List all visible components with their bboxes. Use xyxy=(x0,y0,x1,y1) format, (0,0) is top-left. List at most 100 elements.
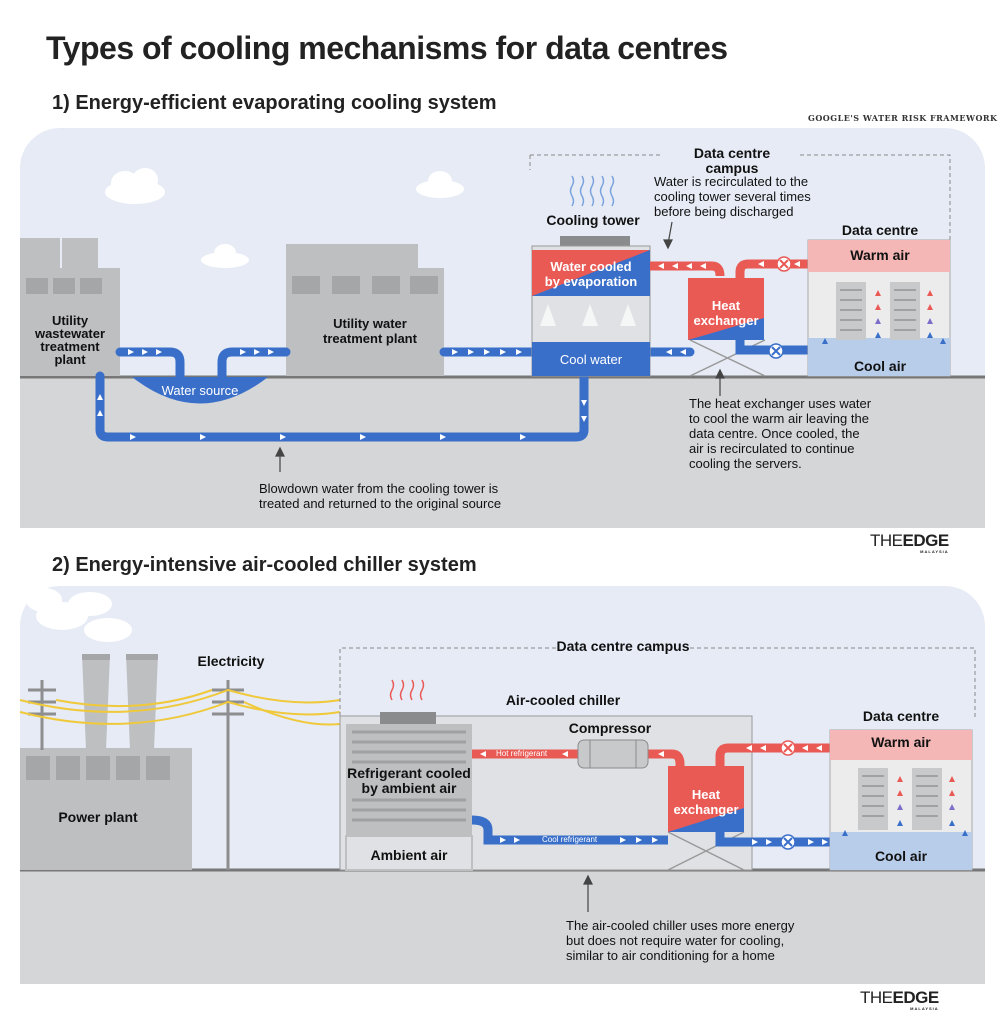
data-centre-label: Data centre xyxy=(862,708,940,724)
recirculation-note: Water is recirculated to the cooling tow… xyxy=(654,174,844,219)
campus-boundary xyxy=(529,154,951,240)
heat-exchanger-note-line: data centre. Once cooled, the xyxy=(689,426,860,441)
compressor xyxy=(577,739,649,769)
wastewater-plant-label-line: treatment xyxy=(40,339,100,354)
compressor-label: Compressor xyxy=(568,720,652,736)
heat-exchanger-label-line: Heat xyxy=(691,787,721,802)
water-cooled-label: Water cooled by evaporation xyxy=(532,259,650,289)
cooling-tower-label: Cooling tower xyxy=(546,212,640,228)
flow-arrows-blue xyxy=(752,839,828,845)
section2-panel xyxy=(20,586,985,984)
warm-flow-pipe xyxy=(715,743,832,766)
heat-exchanger-note-line: to cool the warm air leaving the xyxy=(689,411,869,426)
cool-refrigerant-pipe xyxy=(471,815,668,845)
heat-exchanger xyxy=(688,278,766,377)
campus-label: Data centre campus xyxy=(556,638,690,654)
water-treatment-plant-building xyxy=(286,244,444,376)
ambient-air-label: Ambient air xyxy=(370,847,448,863)
callout-pointer xyxy=(583,874,593,912)
fan-icon xyxy=(783,743,793,753)
wastewater-plant-label-line: Utility xyxy=(51,313,89,328)
power-plant-label: Power plant xyxy=(58,809,138,825)
callout-pointer xyxy=(275,221,725,472)
water-cooled-label-line: Water cooled xyxy=(550,259,632,274)
power-plant-building xyxy=(20,654,192,870)
flow-arrows-blue xyxy=(500,837,658,843)
flow-arrows-red xyxy=(480,751,664,757)
heat-exchanger-label: Heat exchanger xyxy=(688,298,764,328)
cloud-icon xyxy=(105,168,464,268)
refrigerant-cooled-label-line: Refrigerant cooled xyxy=(347,765,471,781)
blowdown-note-line: Blowdown water from the cooling tower is xyxy=(259,481,499,496)
cooling-tower xyxy=(531,175,651,377)
fan-icon xyxy=(783,837,793,847)
data-centre-building xyxy=(807,239,951,377)
recirculation-note-line: Water is recirculated to the xyxy=(654,174,809,189)
flow-arrows-blue xyxy=(97,349,686,440)
fan-icon xyxy=(771,346,781,356)
section1-heading: 1) Energy-efficient evaporating cooling … xyxy=(52,92,497,114)
recirculation-note-line: cooling tower several times xyxy=(654,189,811,204)
heat-exchanger-note-line: cooling the servers. xyxy=(689,456,802,471)
water-source-pond xyxy=(132,377,268,404)
chiller-note-line: similar to air conditioning for a home xyxy=(566,948,775,963)
chiller-note: The air-cooled chiller uses more energy … xyxy=(566,918,846,963)
water-treatment-plant-label-line: treatment plant xyxy=(323,331,417,346)
heat-exchanger-label-line: Heat xyxy=(711,298,741,313)
warm-air-label: Warm air xyxy=(850,247,910,263)
heat-exchanger-note-line: air is recirculated to continue xyxy=(689,441,855,456)
refrigerant-cooled-label: Refrigerant cooled by ambient air xyxy=(346,766,472,796)
flow-arrows-red xyxy=(658,261,800,269)
wastewater-plant-building xyxy=(20,238,120,376)
hot-refrigerant-label: Hot refrigerant xyxy=(496,749,548,758)
brand-logo-the: THE xyxy=(860,988,893,1007)
brand-logo-sub: MALAYSIA xyxy=(910,1006,939,1011)
power-lines xyxy=(19,688,341,726)
heat-exchanger-note: The heat exchanger uses water to cool th… xyxy=(689,396,899,471)
electricity-label: Electricity xyxy=(197,653,265,669)
chiller-label: Air-cooled chiller xyxy=(505,692,621,708)
water-treatment-plant-label: Utility water treatment plant xyxy=(296,316,444,346)
water-source-label: Water source xyxy=(161,383,239,398)
hot-refrigerant-pipe xyxy=(472,749,685,770)
fan-icon xyxy=(779,259,789,269)
heat-exchanger-label-line: exchanger xyxy=(693,313,759,328)
brand-logo-edge: EDGE xyxy=(902,531,950,550)
smoke-icon xyxy=(26,588,132,642)
brand-logo-sub: MALAYSIA xyxy=(920,549,949,554)
chiller-note-line: but does not require water for cooling, xyxy=(566,933,785,948)
source-credit: GOOGLE'S WATER RISK FRAMEWORK xyxy=(808,113,998,123)
warm-air-label: Warm air xyxy=(871,734,931,750)
heat-exchanger-note-line: The heat exchanger uses water xyxy=(689,396,872,411)
water-cooled-label-line: by evaporation xyxy=(544,274,638,289)
cool-air-label: Cool air xyxy=(853,358,907,374)
wastewater-plant-label: Utility wastewater treatment plant xyxy=(20,314,120,366)
cool-air-label: Cool air xyxy=(874,848,928,864)
brand-logo: THEEDGE MALAYSIA xyxy=(870,531,949,554)
power-pylon xyxy=(28,680,244,870)
page-title: Types of cooling mechanisms for data cen… xyxy=(46,30,728,66)
chiller-note-line: The air-cooled chiller uses more energy xyxy=(566,918,795,933)
recirculation-note-line: before being discharged xyxy=(654,204,794,219)
brand-logo-the: THE xyxy=(870,531,903,550)
data-centre-building xyxy=(829,729,973,871)
heat-exchanger-label-line: exchanger xyxy=(673,802,739,817)
warm-flow-pipe xyxy=(650,259,810,278)
brand-logo: THEEDGE MALAYSIA xyxy=(860,988,939,1011)
cool-refrigerant-label: Cool refrigerant xyxy=(542,835,598,844)
cool-water-label: Cool water xyxy=(559,352,623,367)
heat-exchanger-label: Heat exchanger xyxy=(668,787,744,817)
campus-label: Data centre campus xyxy=(693,145,771,176)
water-treatment-plant-label-line: Utility water xyxy=(333,316,407,331)
flow-arrows-red xyxy=(746,745,822,751)
cool-flow-pipe xyxy=(735,340,810,355)
wastewater-plant-label-line: wastewater xyxy=(34,326,106,341)
refrigerant-cooled-label-line: by ambient air xyxy=(361,780,457,796)
data-centre-label: Data centre xyxy=(841,222,919,238)
blowdown-note: Blowdown water from the cooling tower is… xyxy=(259,481,549,511)
wastewater-plant-label-line: plant xyxy=(54,352,86,367)
blowdown-note-line: treated and returned to the original sou… xyxy=(259,496,502,511)
refrigerant-cooling-unit xyxy=(345,679,473,871)
